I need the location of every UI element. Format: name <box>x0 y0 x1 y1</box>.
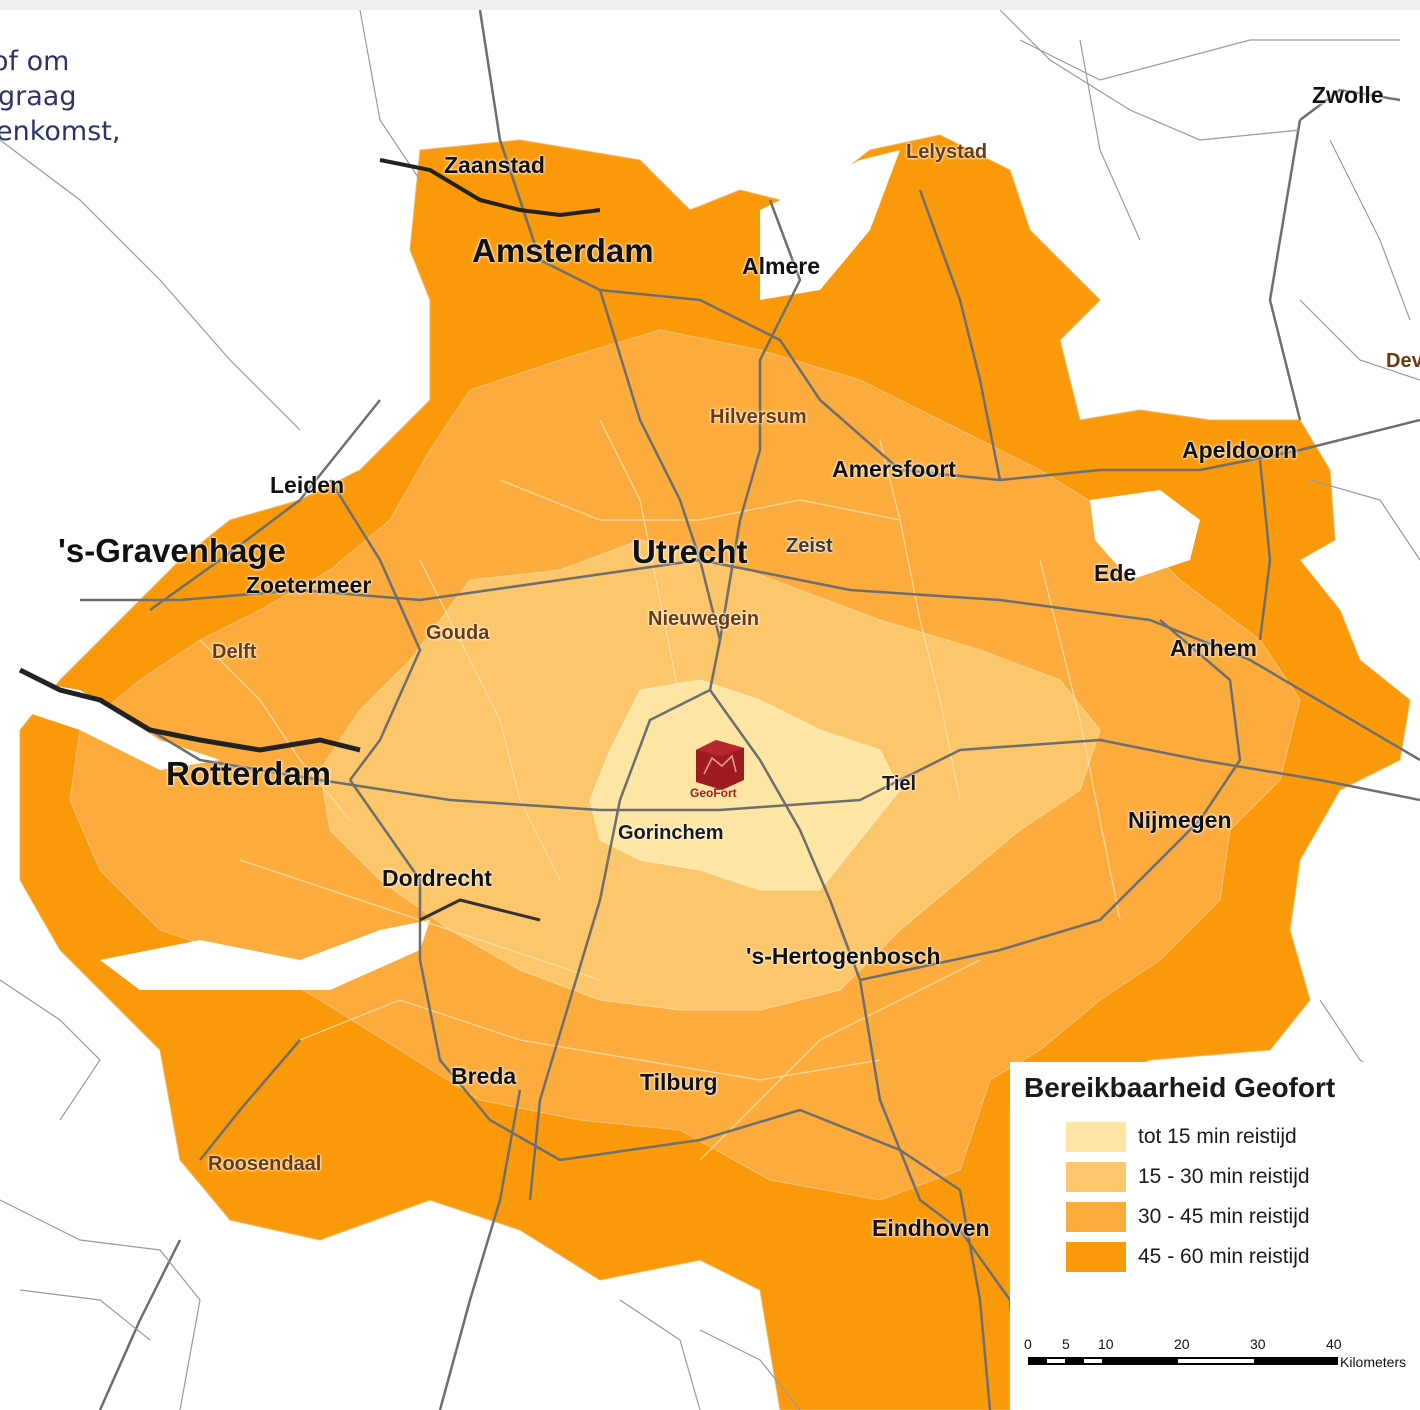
city-arnhem: Arnhem <box>1170 635 1257 661</box>
city-gorinchem: Gorinchem <box>618 822 724 844</box>
water-haringvliet <box>100 920 430 990</box>
rotterdam-harbour <box>18 667 361 753</box>
geofort-cube-icon <box>696 740 744 790</box>
legend-label: tot 15 min reistijd <box>1138 1125 1297 1148</box>
city-gouda: Gouda <box>426 622 490 644</box>
city-lelystad: Lelystad <box>906 141 988 163</box>
city-zwolle: Zwolle <box>1312 82 1384 108</box>
city-nieuwegein: Nieuwegein <box>648 608 760 630</box>
intro-text: of om graag enkomst, <box>0 44 130 149</box>
city-leiden: Leiden <box>270 472 345 498</box>
scale-unit: Kilometers <box>1340 1354 1407 1370</box>
city-zeist: Zeist <box>786 535 833 557</box>
scale-bar: 0 5 10 20 30 40 Kilometers <box>1018 1336 1418 1376</box>
city-breda: Breda <box>451 1063 517 1089</box>
amsterdam-ij <box>379 158 601 218</box>
city-tiel: Tiel <box>882 773 917 795</box>
scale-tick: 0 <box>1024 1336 1032 1352</box>
legend-label: 45 - 60 min reistijd <box>1138 1245 1310 1268</box>
city-rotterdam: Rotterdam <box>166 755 332 792</box>
city-utrecht: Utrecht <box>632 533 748 570</box>
city-delft: Delft <box>212 641 257 663</box>
geofort-marker: GeoFort <box>690 738 748 800</box>
legend-title: Bereikbaarheid Geofort <box>1024 1072 1336 1103</box>
water-nieuwe-waterweg <box>20 680 220 770</box>
city-roosendaal: Roosendaal <box>208 1153 322 1175</box>
legend-swatch <box>1066 1202 1126 1232</box>
city-amersfoort: Amersfoort <box>832 456 956 482</box>
scale-tick: 40 <box>1326 1336 1342 1352</box>
scale-tick: 20 <box>1174 1336 1190 1352</box>
legend-label: 15 - 30 min reistijd <box>1138 1165 1310 1188</box>
legend-swatch <box>1066 1242 1126 1272</box>
legend-swatch <box>1066 1122 1126 1152</box>
legend-swatch <box>1066 1162 1126 1192</box>
intro-line-2: graag <box>0 81 77 112</box>
city-apeldoorn: Apeldoorn <box>1182 437 1297 463</box>
water-ijsselmeer <box>760 150 900 300</box>
scale-bar-graphic <box>1028 1357 1338 1365</box>
scale-tick: 30 <box>1250 1336 1266 1352</box>
city-almere: Almere <box>742 253 820 279</box>
top-bar <box>0 0 1420 10</box>
city-tilburg: Tilburg <box>640 1069 718 1095</box>
zone-0-15 <box>589 679 901 891</box>
city-dev: Dev <box>1386 350 1420 372</box>
scale-tick: 5 <box>1062 1336 1070 1352</box>
geofort-label: GeoFort <box>690 786 737 800</box>
city-eindhoven: Eindhoven <box>872 1215 990 1241</box>
biesbosch <box>419 898 541 922</box>
city-gravenhage: 's-Gravenhage <box>58 532 286 569</box>
intro-line-3: enkomst, <box>0 116 121 147</box>
city-amsterdam: Amsterdam <box>472 232 654 269</box>
city-nijmegen: Nijmegen <box>1128 807 1232 833</box>
water-veluwe-gap <box>1090 490 1200 580</box>
city-ede: Ede <box>1094 560 1137 586</box>
city-zaanstad: Zaanstad <box>444 152 545 178</box>
city-hilversum: Hilversum <box>710 406 807 428</box>
city-hertogenbosch: 's-Hertogenbosch <box>746 943 941 969</box>
legend: Bereikbaarheid Geofort tot 15 min reisti… <box>1010 1062 1420 1410</box>
legend-label: 30 - 45 min reistijd <box>1138 1205 1310 1228</box>
city-dordrecht: Dordrecht <box>382 865 492 891</box>
intro-line-1: of om <box>0 46 70 77</box>
city-zoetermeer: Zoetermeer <box>246 572 372 598</box>
scale-tick: 10 <box>1098 1336 1114 1352</box>
